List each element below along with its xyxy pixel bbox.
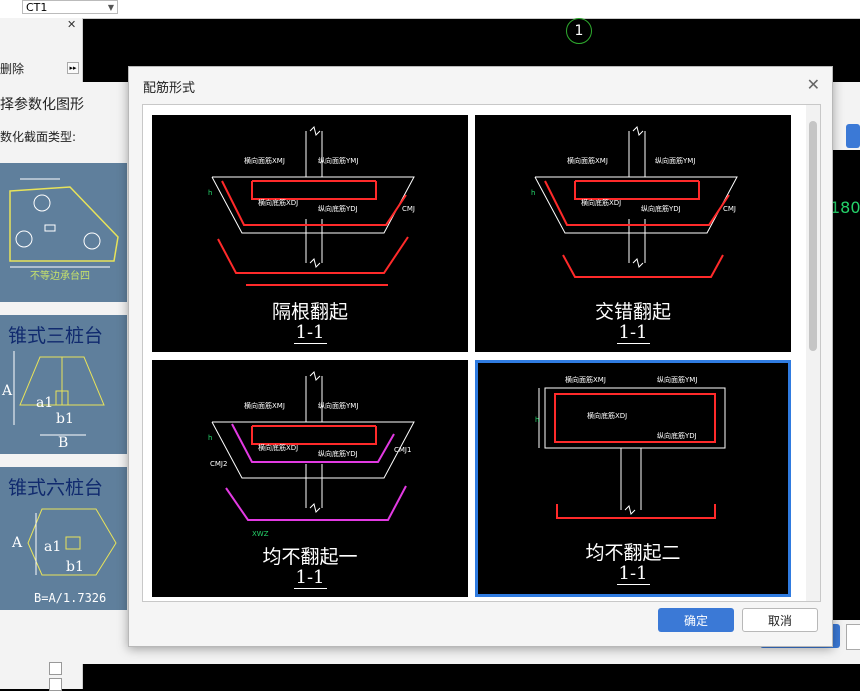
- section-drawing: 横向面筋XMJ 纵向面筋YMJ 横向底筋XDJ 纵向底筋YDJ CMJ h: [208, 126, 415, 286]
- svg-text:横向底筋XDJ: 横向底筋XDJ: [258, 443, 298, 452]
- svg-text:横向面筋XMJ: 横向面筋XMJ: [567, 156, 608, 165]
- thumb-title: 锥式六桩台: [8, 477, 104, 499]
- chevron-down-icon: ▼: [107, 3, 114, 12]
- shape-thumb-1[interactable]: 不等边承台四: [0, 163, 127, 302]
- axis-marker: 1: [566, 18, 592, 44]
- svg-text:CMJ: CMJ: [402, 205, 415, 213]
- svg-text:纵向底筋YDJ: 纵向底筋YDJ: [318, 449, 358, 458]
- svg-text:横向底筋XDJ: 横向底筋XDJ: [587, 411, 627, 420]
- svg-text:A: A: [1, 383, 13, 399]
- section-label: 1-1: [293, 322, 327, 344]
- background-dialog-subtitle: 数化截面类型:: [0, 130, 77, 144]
- option-section: 1-1: [152, 567, 468, 589]
- checkbox[interactable]: [49, 678, 62, 691]
- component-select-value: CT1: [26, 1, 48, 14]
- dimension-number: 180: [830, 198, 860, 217]
- svg-text:横向面筋XMJ: 横向面筋XMJ: [244, 401, 285, 410]
- option-name: 均不翻起一: [262, 546, 358, 568]
- close-icon[interactable]: ✕: [806, 75, 820, 94]
- scrollbar[interactable]: [806, 105, 820, 601]
- svg-text:h: h: [208, 434, 212, 442]
- svg-text:h: h: [531, 189, 535, 197]
- delete-item[interactable]: 删除: [0, 62, 25, 76]
- option-card-3[interactable]: 横向面筋XMJ 纵向面筋YMJ 横向底筋XDJ 纵向底筋YDJ CMJ1 CMJ…: [152, 360, 468, 597]
- shape-thumb-3[interactable]: 锥式六桩台 A a1 b1 B=A/1.7326: [0, 467, 127, 610]
- close-icon[interactable]: ✕: [67, 18, 77, 31]
- svg-text:B: B: [58, 435, 68, 451]
- cancel-button[interactable]: 取消: [742, 608, 818, 632]
- section-drawing: 横向面筋XMJ 纵向面筋YMJ 横向底筋XDJ 纵向底筋YDJ h: [535, 375, 726, 519]
- svg-text:横向底筋XDJ: 横向底筋XDJ: [258, 198, 298, 207]
- top-toolbar: [0, 0, 860, 19]
- option-section: 1-1: [475, 563, 791, 585]
- section-label: 1-1: [293, 567, 327, 589]
- bottom-list: [0, 660, 82, 691]
- option-section: 1-1: [475, 322, 791, 344]
- option-section: 1-1: [152, 322, 468, 344]
- option-name: 隔根翻起: [271, 301, 348, 323]
- section-label: 1-1: [616, 563, 650, 585]
- svg-text:a1: a1: [36, 395, 53, 411]
- checkbox[interactable]: [49, 662, 62, 675]
- svg-text:横向底筋XDJ: 横向底筋XDJ: [581, 198, 621, 207]
- dialog-title: 配筋形式: [143, 81, 196, 96]
- svg-text:纵向底筋YDJ: 纵向底筋YDJ: [318, 204, 358, 213]
- svg-text:横向面筋XMJ: 横向面筋XMJ: [244, 156, 285, 165]
- background-cancel-button[interactable]: [846, 624, 860, 650]
- options-panel: 横向面筋XMJ 纵向面筋YMJ 横向底筋XDJ 纵向底筋YDJ CMJ h 隔根…: [142, 104, 821, 602]
- background-button[interactable]: [846, 124, 860, 148]
- svg-text:h: h: [208, 189, 212, 197]
- svg-text:纵向底筋YDJ: 纵向底筋YDJ: [657, 431, 697, 440]
- thumb-drawing: [9, 178, 119, 268]
- thumb-drawing: A a1 b1 B: [1, 351, 105, 451]
- section-drawing: 横向面筋XMJ 纵向面筋YMJ 横向底筋XDJ 纵向底筋YDJ CMJ h: [531, 126, 738, 278]
- svg-text:CMJ1: CMJ1: [394, 446, 411, 454]
- shape-thumb-2[interactable]: 锥式三桩台 A a1 b1 B: [0, 315, 127, 454]
- svg-text:XWZ: XWZ: [252, 530, 269, 538]
- expand-icon[interactable]: ▸▸: [67, 62, 79, 74]
- svg-text:b1: b1: [56, 411, 74, 427]
- svg-text:A: A: [11, 535, 23, 551]
- svg-text:CMJ: CMJ: [723, 205, 736, 213]
- thumb-label: 不等边承台四: [30, 271, 90, 282]
- option-card-2[interactable]: 横向面筋XMJ 纵向面筋YMJ 横向底筋XDJ 纵向底筋YDJ CMJ h 交错…: [475, 115, 791, 352]
- option-name: 交错翻起: [594, 301, 671, 323]
- svg-text:纵向面筋YMJ: 纵向面筋YMJ: [657, 375, 697, 384]
- svg-text:a1: a1: [44, 539, 61, 555]
- rebar-form-dialog: 配筋形式 ✕ 横向面筋XMJ: [128, 66, 833, 647]
- background-dialog-title: 择参数化图形: [0, 97, 84, 113]
- svg-text:纵向面筋YMJ: 纵向面筋YMJ: [318, 401, 358, 410]
- thumb-drawing: A a1 b1: [11, 508, 117, 576]
- svg-text:横向面筋XMJ: 横向面筋XMJ: [565, 375, 606, 384]
- svg-text:纵向底筋YDJ: 纵向底筋YDJ: [641, 204, 681, 213]
- thumb-label: B=A/1.7326: [34, 591, 107, 605]
- thumb-title: 锥式三桩台: [8, 325, 104, 347]
- ok-button[interactable]: 确定: [658, 608, 734, 632]
- svg-text:b1: b1: [66, 559, 84, 575]
- component-select[interactable]: CT1 ▼: [22, 0, 118, 14]
- svg-text:纵向面筋YMJ: 纵向面筋YMJ: [655, 156, 695, 165]
- scrollbar-thumb[interactable]: [809, 121, 817, 351]
- section-drawing: 横向面筋XMJ 纵向面筋YMJ 横向底筋XDJ 纵向底筋YDJ CMJ1 CMJ…: [208, 371, 415, 538]
- option-name: 均不翻起二: [585, 542, 681, 564]
- option-card-1[interactable]: 横向面筋XMJ 纵向面筋YMJ 横向底筋XDJ 纵向底筋YDJ CMJ h 隔根…: [152, 115, 468, 352]
- svg-text:CMJ2: CMJ2: [210, 460, 227, 468]
- svg-text:纵向面筋YMJ: 纵向面筋YMJ: [318, 156, 358, 165]
- option-card-4[interactable]: 横向面筋XMJ 纵向面筋YMJ 横向底筋XDJ 纵向底筋YDJ h 均不翻起二 …: [475, 360, 791, 597]
- svg-text:h: h: [535, 416, 539, 424]
- section-label: 1-1: [616, 322, 650, 344]
